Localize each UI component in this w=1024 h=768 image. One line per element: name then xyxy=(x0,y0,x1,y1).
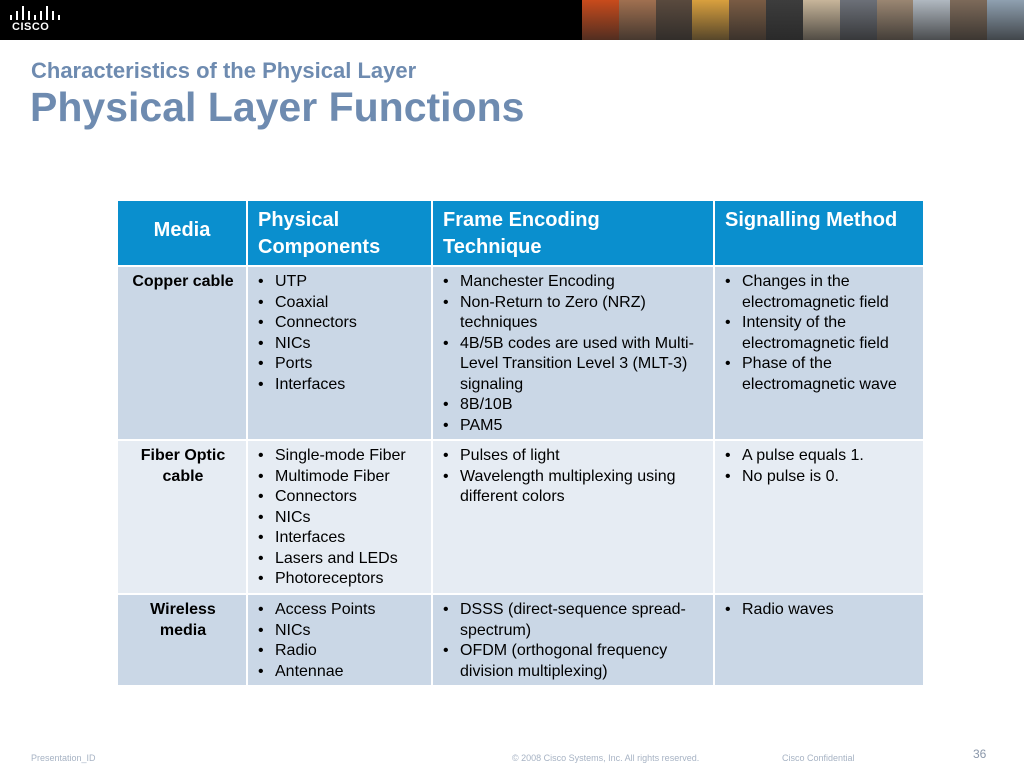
person-photo xyxy=(766,0,803,40)
list-item: Ports xyxy=(256,354,425,375)
encoding-cell: Pulses of lightWavelength multiplexing u… xyxy=(431,439,715,595)
list-item: 8B/10B xyxy=(441,395,707,416)
slide-subtitle: Characteristics of the Physical Layer xyxy=(31,58,417,83)
bullet-list: Access PointsNICsRadioAntennae xyxy=(256,600,425,682)
list-item: Access Points xyxy=(256,600,425,621)
person-photo xyxy=(582,0,619,40)
physical-layer-table: Media Physical Components Frame Encoding… xyxy=(116,199,925,687)
person-photo xyxy=(802,0,840,40)
person-photo xyxy=(913,0,951,40)
list-item: Lasers and LEDs xyxy=(256,549,425,570)
signalling-cell: Radio waves xyxy=(713,593,925,687)
list-item: 4B/5B codes are used with Multi-Level Tr… xyxy=(441,334,707,396)
list-item: Interfaces xyxy=(256,375,425,396)
table-row-fiber: Fiber Optic cable Single-mode FiberMulti… xyxy=(116,439,925,595)
encoding-cell: Manchester EncodingNon-Return to Zero (N… xyxy=(431,265,715,441)
components-cell: UTPCoaxialConnectorsNICsPortsInterfaces xyxy=(246,265,433,441)
list-item: UTP xyxy=(256,272,425,293)
list-item: Antennae xyxy=(256,662,425,683)
bullet-list: A pulse equals 1.No pulse is 0. xyxy=(723,446,917,487)
cisco-logo-text: CISCO xyxy=(12,21,50,33)
signalling-cell: A pulse equals 1.No pulse is 0. xyxy=(713,439,925,595)
list-item: Connectors xyxy=(256,313,425,334)
list-item: Connectors xyxy=(256,487,425,508)
bullet-list: DSSS (direct-sequence spread-spectrum)OF… xyxy=(441,600,707,682)
list-item: Non-Return to Zero (NRZ) techniques xyxy=(441,293,707,334)
media-cell: Copper cable xyxy=(116,265,248,441)
list-item: Pulses of light xyxy=(441,446,707,467)
list-item: Intensity of the electromagnetic field xyxy=(723,313,917,354)
list-item: A pulse equals 1. xyxy=(723,446,917,467)
header-signalling-method: Signalling Method xyxy=(713,199,925,267)
media-cell: Wireless media xyxy=(116,593,248,687)
person-photo xyxy=(876,0,914,40)
bullet-list: Single-mode FiberMultimode FiberConnecto… xyxy=(256,446,425,590)
list-item: Coaxial xyxy=(256,293,425,314)
components-cell: Single-mode FiberMultimode FiberConnecto… xyxy=(246,439,433,595)
list-item: NICs xyxy=(256,508,425,529)
footer-confidential: Cisco Confidential xyxy=(782,753,855,763)
list-item: Photoreceptors xyxy=(256,569,425,590)
table-row-wireless: Wireless media Access PointsNICsRadioAnt… xyxy=(116,593,925,687)
table-row-copper: Copper cable UTPCoaxialConnectorsNICsPor… xyxy=(116,265,925,441)
top-banner: CISCO xyxy=(0,0,1024,40)
list-item: Phase of the electromagnetic wave xyxy=(723,354,917,395)
list-item: Manchester Encoding xyxy=(441,272,707,293)
list-item: No pulse is 0. xyxy=(723,467,917,488)
list-item: Multimode Fiber xyxy=(256,467,425,488)
cisco-logo: CISCO xyxy=(8,6,60,36)
person-photo xyxy=(950,0,988,40)
footer-presentation-id: Presentation_ID xyxy=(31,753,96,763)
list-item: Radio xyxy=(256,641,425,662)
table-header-row: Media Physical Components Frame Encoding… xyxy=(116,199,925,267)
slide-title: Physical Layer Functions xyxy=(30,84,525,130)
media-cell: Fiber Optic cable xyxy=(116,439,248,595)
list-item: DSSS (direct-sequence spread-spectrum) xyxy=(441,600,707,641)
list-item: Single-mode Fiber xyxy=(256,446,425,467)
person-photo xyxy=(655,0,693,40)
list-item: PAM5 xyxy=(441,416,707,437)
bullet-list: Manchester EncodingNon-Return to Zero (N… xyxy=(441,272,707,436)
bullet-list: Radio waves xyxy=(723,600,917,621)
person-photo xyxy=(839,0,877,40)
components-cell: Access PointsNICsRadioAntennae xyxy=(246,593,433,687)
person-photo xyxy=(729,0,767,40)
footer-copyright: © 2008 Cisco Systems, Inc. All rights re… xyxy=(512,753,700,763)
list-item: Changes in the electromagnetic field xyxy=(723,272,917,313)
header-media: Media xyxy=(116,199,248,267)
person-photo xyxy=(692,0,730,40)
page-number: 36 xyxy=(973,747,987,761)
signalling-cell: Changes in the electromagnetic fieldInte… xyxy=(713,265,925,441)
person-photo xyxy=(618,0,656,40)
header-physical-components: Physical Components xyxy=(246,199,433,267)
bullet-list: Changes in the electromagnetic fieldInte… xyxy=(723,272,917,395)
list-item: Interfaces xyxy=(256,528,425,549)
header-frame-encoding: Frame Encoding Technique xyxy=(431,199,715,267)
person-photo xyxy=(987,0,1024,40)
encoding-cell: DSSS (direct-sequence spread-spectrum)OF… xyxy=(431,593,715,687)
bullet-list: Pulses of lightWavelength multiplexing u… xyxy=(441,446,707,508)
bullet-list: UTPCoaxialConnectorsNICsPortsInterfaces xyxy=(256,272,425,395)
cisco-bridge-icon xyxy=(10,6,60,20)
list-item: NICs xyxy=(256,334,425,355)
list-item: Radio waves xyxy=(723,600,917,621)
people-photo-strip xyxy=(582,0,1024,40)
list-item: OFDM (orthogonal frequency division mult… xyxy=(441,641,707,682)
list-item: Wavelength multiplexing using different … xyxy=(441,467,707,508)
list-item: NICs xyxy=(256,621,425,642)
